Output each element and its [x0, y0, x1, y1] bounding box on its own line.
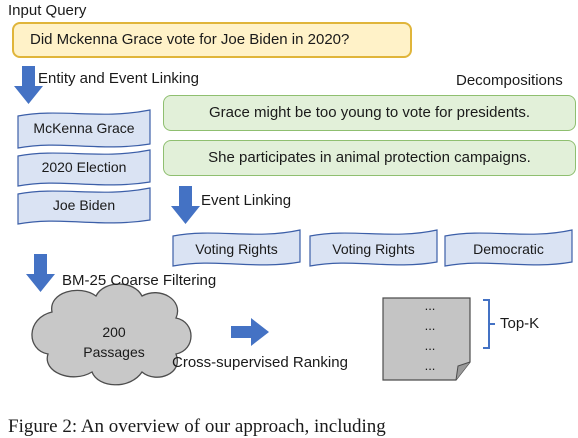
passages-label: Passages: [83, 344, 145, 360]
topk-document-fold: [455, 361, 471, 381]
bm25-label: BM-25 Coarse Filtering: [62, 272, 217, 289]
decomposition-2-text: She participates in animal protection ca…: [208, 149, 531, 166]
entity-linking-arrow: [14, 66, 43, 104]
input-query-box: Did Mckenna Grace vote for Joe Biden in …: [12, 22, 412, 58]
entity-box-3: [17, 187, 151, 225]
event-linking-label: Event Linking: [201, 192, 292, 209]
decompositions-title: Decompositions: [456, 72, 563, 89]
topk-dot-4: ...: [424, 358, 436, 373]
topk-dots: ... ... ... ...: [420, 296, 440, 376]
decomposition-1-text: Grace might be too young to vote for pre…: [208, 104, 530, 121]
passages-count: 200: [102, 324, 126, 340]
topk-dot-1: ...: [424, 298, 436, 313]
event-box-2: [309, 229, 438, 267]
entity-box-2: [17, 149, 151, 187]
figure-caption: Figure 2: An overview of our approach, i…: [8, 416, 386, 437]
bm25-arrow: [26, 254, 55, 292]
event-box-1: [172, 229, 301, 267]
event-box-3: [444, 229, 573, 267]
passages-cloud: [31, 283, 192, 386]
decomposition-2: She participates in animal protection ca…: [163, 140, 576, 176]
entity-linking-label: Entity and Event Linking: [38, 70, 199, 87]
entity-label-1: McKenna Grace: [33, 120, 135, 136]
entity-label-2: 2020 Election: [41, 159, 127, 175]
topk-dot-3: ...: [424, 338, 436, 353]
event-label-2: Voting Rights: [332, 241, 415, 257]
topk-label: Top-K: [500, 315, 540, 332]
passages-cloud-text: 200 Passages: [62, 322, 166, 362]
input-query-text: Did Mckenna Grace vote for Joe Biden in …: [30, 31, 350, 48]
event-label-1: Voting Rights: [195, 241, 278, 257]
ranking-label: Cross-supervised Ranking: [172, 354, 348, 371]
entity-label-3: Joe Biden: [52, 197, 116, 213]
event-label-3: Democratic: [473, 241, 544, 257]
topk-bracket: [483, 299, 495, 349]
topk-dot-2: ...: [424, 318, 436, 333]
input-query-title: Input Query: [8, 2, 87, 19]
ranking-arrow: [231, 318, 269, 346]
entity-box-1: [17, 109, 151, 149]
event-linking-arrow: [171, 186, 200, 224]
decomposition-1: Grace might be too young to vote for pre…: [163, 95, 576, 131]
